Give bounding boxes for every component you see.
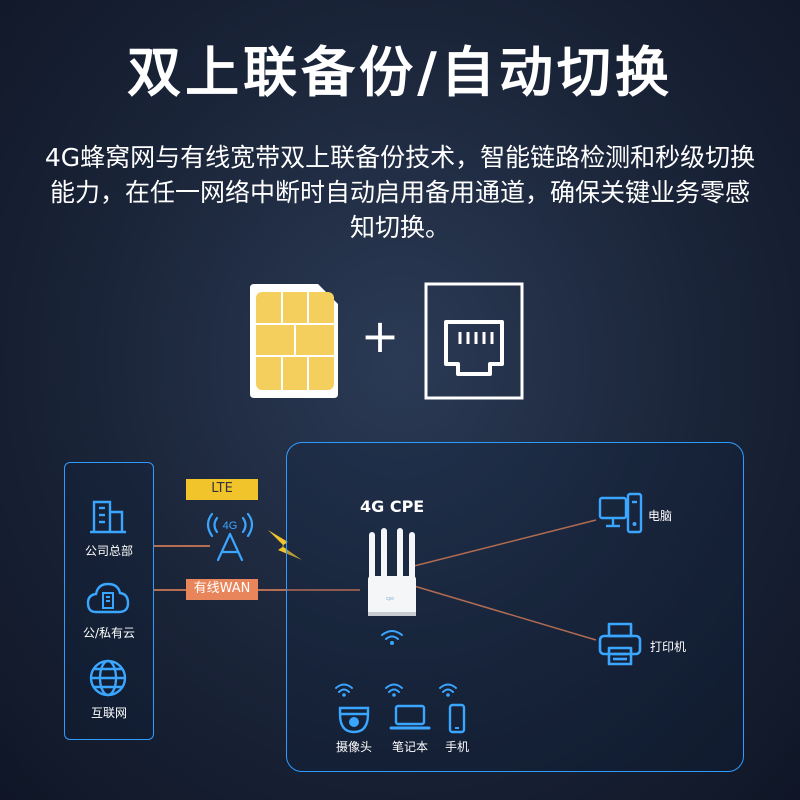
client-label: 手机: [444, 740, 469, 754]
brand-mark: cpe: [386, 596, 394, 602]
building-icon: [88, 496, 128, 536]
wifi-icon: [334, 682, 354, 698]
computer-label: 电脑: [648, 509, 673, 523]
cloud-server-icon: [86, 578, 130, 618]
printer-label: 打印机: [650, 640, 687, 654]
wifi-icon: [384, 682, 404, 698]
signal-tower-icon: 4G: [200, 508, 260, 562]
phone-icon: [448, 703, 466, 734]
left-item-label: 公司总部: [84, 544, 133, 558]
wifi-icon: [380, 628, 404, 648]
globe-icon: [88, 658, 128, 698]
right-panel: [286, 442, 744, 772]
ethernet-port-icon: [424, 282, 524, 400]
left-item-label: 公/私有云: [82, 626, 136, 640]
signal-badge: 4G: [223, 520, 238, 532]
left-item-label: 互联网: [90, 706, 127, 720]
page-description: 4G蜂窝网与有线宽带双上联备份技术，智能链路检测和秒级切换能力，在任一网络中断时…: [44, 143, 756, 242]
lightning-icon: [268, 530, 302, 560]
client-label: 摄像头: [335, 740, 372, 754]
lte-tag: LTE: [186, 479, 258, 500]
plus-symbol: +: [360, 309, 400, 363]
wan-tag: 有线WAN: [186, 579, 258, 600]
page-title: 双上联备份/自动切换: [127, 41, 673, 104]
laptop-icon: [389, 704, 431, 732]
wifi-icon: [438, 682, 458, 698]
router-icon: cpe: [364, 528, 420, 618]
printer-icon: [598, 622, 642, 666]
computer-icon: [598, 492, 644, 536]
sim-card-icon: [248, 282, 340, 400]
client-label: 笔记本: [391, 740, 428, 754]
camera-icon: [336, 704, 372, 734]
device-name: 4G CPE: [360, 497, 425, 516]
